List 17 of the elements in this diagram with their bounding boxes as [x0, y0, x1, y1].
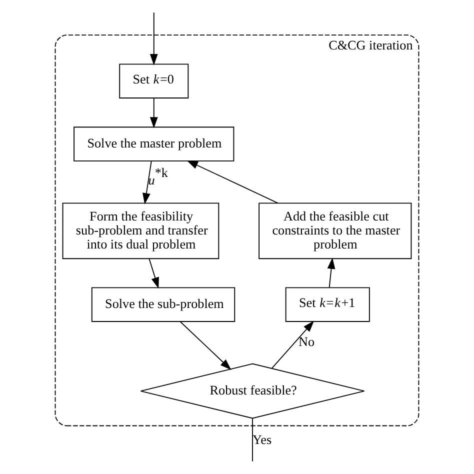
arrow: [180, 321, 232, 370]
node-box: Set k=0: [119, 64, 189, 98]
arrow: [150, 98, 158, 128]
node-diamond: Robust feasible?: [140, 363, 365, 419]
node-box: Set k=k+1: [285, 287, 370, 322]
node-box: Solve the sub-problem: [91, 287, 236, 322]
arrow: [186, 160, 279, 204]
arrow: [142, 160, 152, 204]
arrow: [327, 258, 336, 288]
edge-label: No: [298, 334, 315, 350]
arrow: [148, 258, 159, 289]
node-box: Form the feasibility sub-problem and transfer into its dual problem: [62, 202, 220, 260]
connector: [252, 418, 253, 462]
node-box: Solve the master problem: [74, 126, 234, 162]
node-box: Add the feasible cut constraints to the master problem: [258, 202, 412, 260]
arrow: [150, 12, 158, 66]
arrow: [271, 320, 314, 369]
